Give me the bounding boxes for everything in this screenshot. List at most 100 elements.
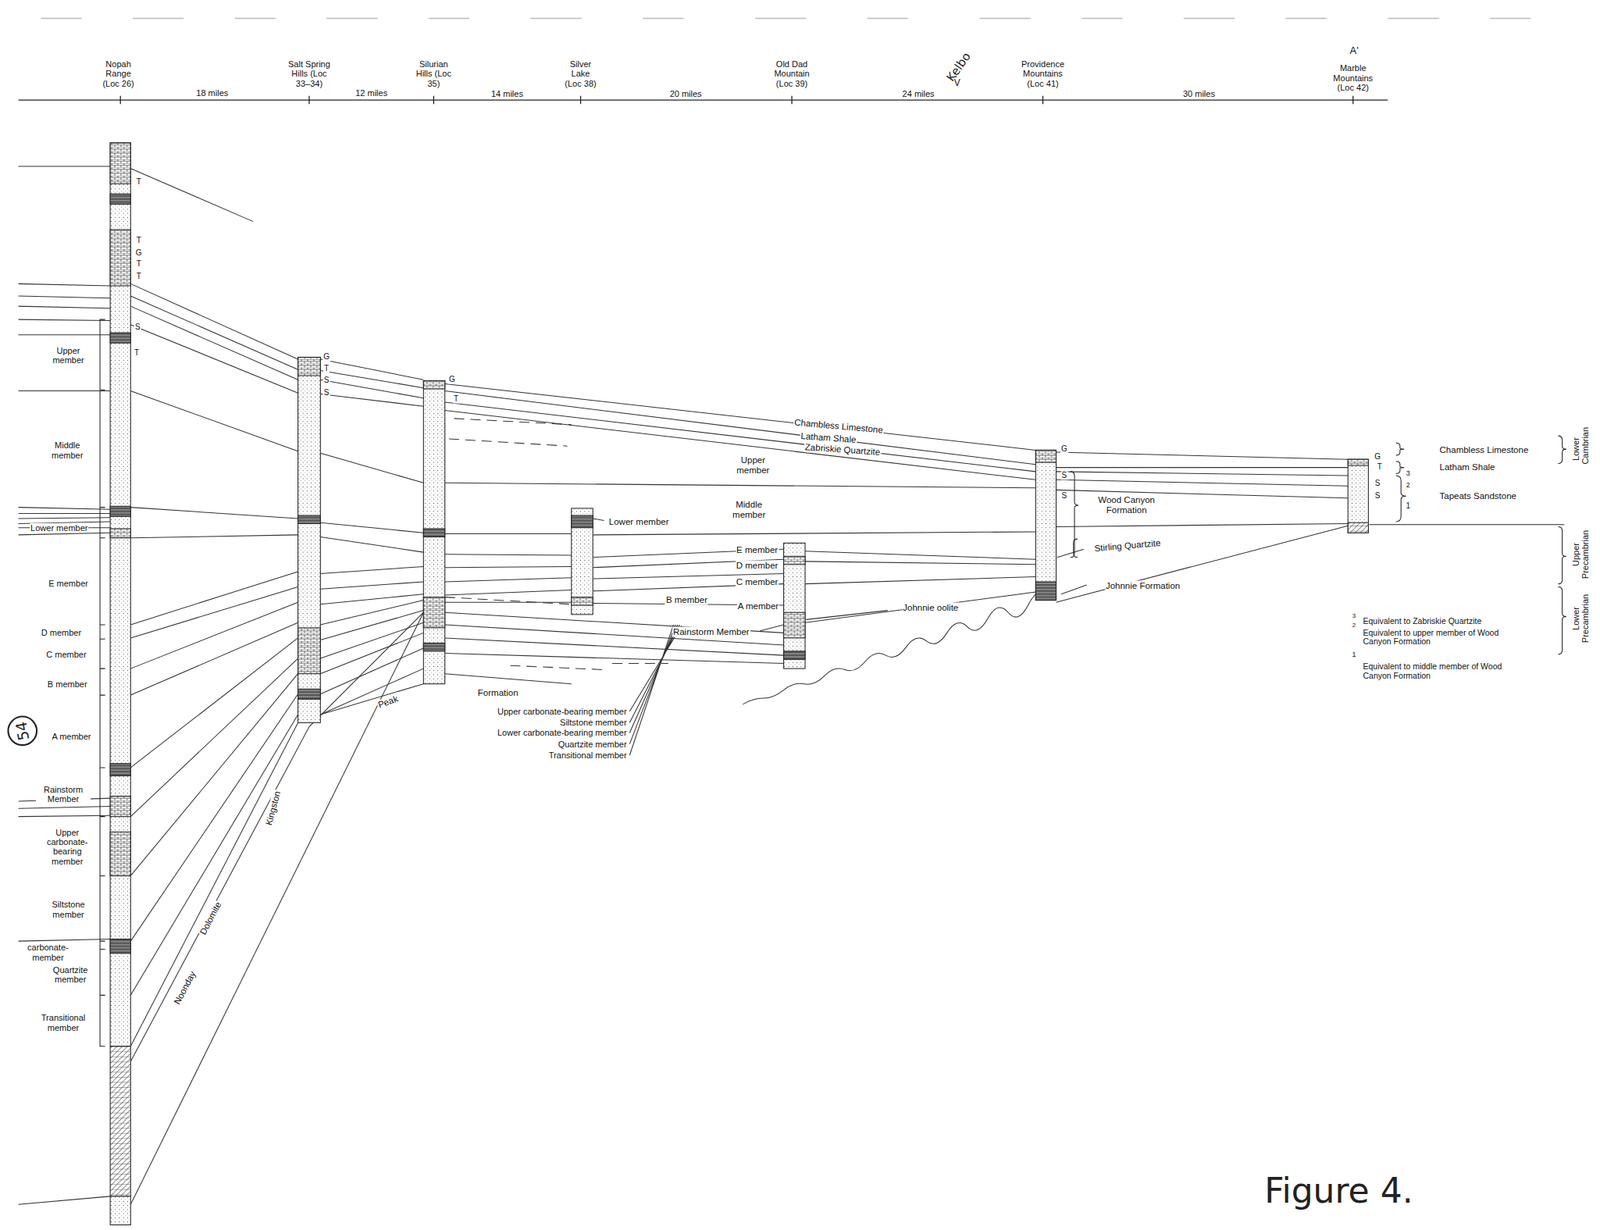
unit-label: Chambless Limestone	[1439, 445, 1530, 456]
correlation-lines-part	[805, 551, 1036, 560]
unit-label: Upper carbonate-bearing member	[39, 827, 95, 866]
unit-label: Zabriskie Quartzite	[804, 441, 882, 458]
unit-label: 2	[1351, 622, 1357, 630]
brackets-part	[1073, 538, 1078, 558]
correlation-lines-part	[592, 518, 1087, 631]
unit-label: Middle member	[45, 440, 90, 460]
locality-label: Nopah Range (Loc 26)	[96, 59, 139, 89]
stratigraphic-columns-part	[298, 356, 321, 376]
correlation-lines-part	[320, 359, 424, 380]
correlation-lines-part	[130, 391, 298, 452]
unit-label: Upper member	[729, 455, 777, 476]
correlation-lines-part	[1055, 525, 1348, 603]
unit-label: Latham Shale	[1439, 462, 1497, 473]
correlation-lines-part	[320, 370, 424, 388]
unit-label: Quartzite member	[557, 738, 628, 749]
stratigraphic-columns-part	[423, 597, 445, 628]
correlation-lines-part	[445, 653, 784, 664]
brackets	[7, 319, 1566, 1047]
stratigraphic-columns-part	[110, 506, 131, 517]
locality-label: V	[953, 78, 962, 89]
stratigraphic-columns-part	[783, 542, 806, 669]
correlation-lines-part	[445, 624, 784, 645]
unit-label: 3	[1351, 612, 1357, 621]
stratigraphic-columns-part	[298, 356, 321, 723]
brackets-part	[1396, 461, 1405, 474]
correlation-lines-part	[1055, 479, 1348, 486]
correlation-lines-part	[805, 576, 1036, 584]
correlation-lines-part	[320, 610, 424, 641]
correlation-lines-part	[320, 452, 424, 483]
column-symbol: S	[1061, 470, 1069, 480]
stratigraphic-columns-part	[783, 612, 806, 638]
correlation-lines-part	[130, 714, 298, 995]
column-symbol: T	[135, 177, 143, 186]
correlation-lines-part	[130, 534, 298, 539]
stratigraphic-columns-part	[110, 831, 131, 876]
column-symbol: S	[134, 323, 142, 332]
locality-label: Silurian Hills (Loc 35)	[414, 59, 453, 89]
unit-label: B member	[665, 595, 709, 606]
column-symbol: G	[448, 375, 457, 385]
correlation-lines-part	[320, 684, 424, 715]
brackets-part	[99, 319, 106, 1047]
column-symbol: T	[452, 394, 460, 403]
locality-label: Silver Lake (Loc 38)	[561, 59, 600, 89]
correlation-lines-part	[130, 637, 298, 768]
correlation-lines-part	[445, 554, 572, 556]
unit-label: Lower member	[608, 516, 670, 527]
correlation-lines-part	[320, 566, 424, 574]
correlation-lines-part	[320, 379, 424, 399]
stratigraphic-columns-part	[1347, 522, 1369, 533]
stratigraphic-columns-part	[571, 597, 593, 606]
scan-marks-part	[40, 17, 1531, 20]
stratigraphic-columns-part	[571, 515, 593, 528]
distance-label: 30 miles	[1182, 89, 1216, 99]
stratigraphic-columns-part	[110, 142, 131, 1047]
correlation-lines-part	[18, 1196, 111, 1205]
column-symbol: G	[322, 352, 331, 362]
correlation-lines-part	[130, 673, 298, 877]
unit-label: Johnnie oolite	[901, 602, 959, 613]
column-symbol: S	[323, 376, 331, 385]
stratigraphic-columns-part	[110, 938, 131, 953]
correlation-lines-part	[320, 668, 424, 715]
stratigraphic-columns-part	[110, 528, 131, 539]
correlation-lines-part	[592, 531, 1036, 535]
correlation-lines-part	[445, 577, 572, 582]
unit-label: Kingston	[263, 789, 284, 828]
stratigraphic-columns-part	[110, 229, 131, 286]
correlation-lines-part	[320, 648, 424, 695]
correlation-lines-part	[445, 391, 1037, 465]
column-symbol: G	[1060, 444, 1069, 453]
column-symbol: T	[135, 272, 143, 282]
unit-label: D member	[40, 627, 82, 638]
correlation-lines-part	[445, 482, 1037, 489]
correlation-lines-part	[320, 600, 424, 625]
correlation-lines-part	[130, 306, 298, 380]
correlation-lines-part	[130, 324, 298, 394]
distance-label: 18 miles	[195, 88, 229, 98]
column-symbol: G	[1373, 452, 1382, 462]
correlation-lines-part	[629, 624, 682, 756]
locality-label: Salt Spring Hills (Loc 33–34)	[284, 59, 335, 89]
stratigraphic-columns-part	[783, 555, 806, 564]
unit-label: Siltstone member	[559, 717, 628, 727]
stratigraphic-columns-part	[110, 1196, 131, 1226]
unit-label: Formation	[477, 687, 520, 699]
correlation-lines-part	[1055, 523, 1348, 528]
distance-label: 24 miles	[901, 89, 936, 99]
stratigraphic-columns-part	[1035, 449, 1056, 463]
correlation-lines-part	[445, 383, 1037, 450]
column-symbol: S	[1374, 491, 1382, 500]
unit-label: Upper carbonate-bearing member	[496, 706, 628, 717]
figure-caption: Figure 4.	[1263, 1171, 1414, 1210]
stratigraphic-columns-part	[110, 142, 131, 184]
correlation-lines-part	[320, 594, 424, 605]
unit-label: 1	[1351, 650, 1358, 659]
unit-label: Transitional member	[33, 1012, 93, 1033]
unit-label: Noonday	[171, 969, 199, 1007]
correlation-lines-part	[445, 673, 572, 685]
